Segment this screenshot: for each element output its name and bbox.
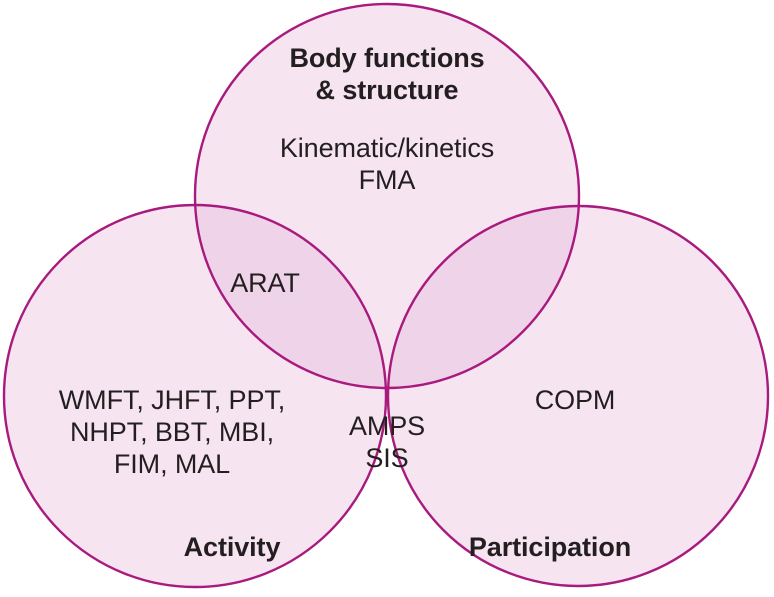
- region-items-body-activity: ARAT: [230, 268, 300, 298]
- region-items-participation: COPM: [534, 385, 616, 415]
- overlap-body-activity: [195, 205, 386, 388]
- region-label-activity-title: Activity: [183, 532, 281, 562]
- region-label-participation-title: Participation: [468, 532, 632, 562]
- circle-outline-participation: [386, 204, 770, 588]
- region-label-body-functions-title: Body functions & structure: [289, 43, 485, 105]
- overlap-body-participation: [388, 206, 579, 388]
- region-items-body-functions: Kinematic/kinetics FMA: [279, 133, 495, 195]
- region-items-all-three: AMPS SIS: [348, 411, 426, 473]
- region-items-activity: WMFT, JHFT, PPT, NHPT, BBT, MBI, FIM, MA…: [58, 385, 286, 479]
- circle-outline-activity: [2, 203, 388, 589]
